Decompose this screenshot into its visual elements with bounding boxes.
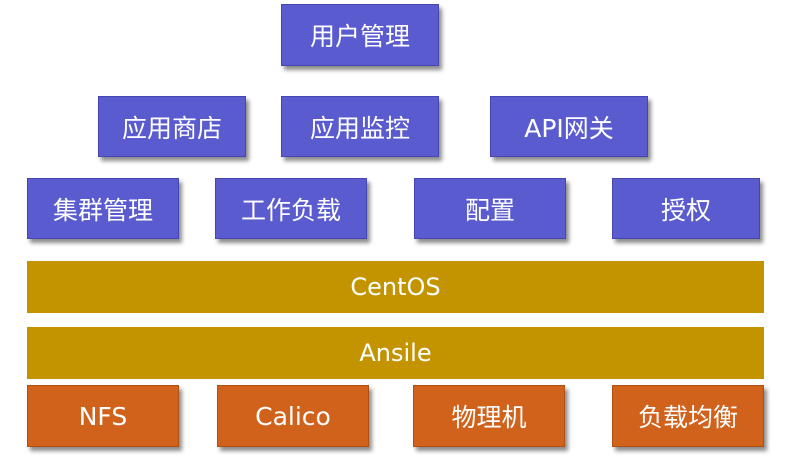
cluster-management-box: 集群管理 <box>27 178 179 239</box>
api-gateway-box: API网关 <box>490 96 648 157</box>
load-balancing-box: 负载均衡 <box>612 385 764 447</box>
authorization-box: 授权 <box>612 178 760 239</box>
centos-layer-label: CentOS <box>350 273 441 301</box>
user-management-label: 用户管理 <box>309 22 410 51</box>
cluster-management-label: 集群管理 <box>52 195 153 225</box>
authorization-label: 授权 <box>660 195 711 225</box>
app-store-box: 应用商店 <box>98 96 246 157</box>
workloads-label: 工作负载 <box>240 195 341 225</box>
configuration-label: 配置 <box>464 195 515 225</box>
ansile-layer-label: Ansile <box>359 339 432 367</box>
api-gateway-label: API网关 <box>524 113 614 143</box>
load-balancing-label: 负载均衡 <box>637 403 738 432</box>
ansile-layer-bar: Ansile <box>27 327 764 379</box>
app-store-label: 应用商店 <box>121 113 222 143</box>
physical-machine-box: 物理机 <box>413 385 565 447</box>
nfs-label: NFS <box>78 401 128 431</box>
centos-layer-bar: CentOS <box>27 261 764 313</box>
workloads-box: 工作负载 <box>215 178 367 239</box>
configuration-box: 配置 <box>414 178 566 239</box>
app-monitoring-box: 应用监控 <box>281 96 439 157</box>
calico-label: Calico <box>255 401 331 431</box>
physical-machine-label: 物理机 <box>451 403 527 432</box>
calico-box: Calico <box>217 385 369 447</box>
app-monitoring-label: 应用监控 <box>309 113 410 143</box>
user-management-box: 用户管理 <box>281 4 439 66</box>
nfs-box: NFS <box>27 385 179 447</box>
